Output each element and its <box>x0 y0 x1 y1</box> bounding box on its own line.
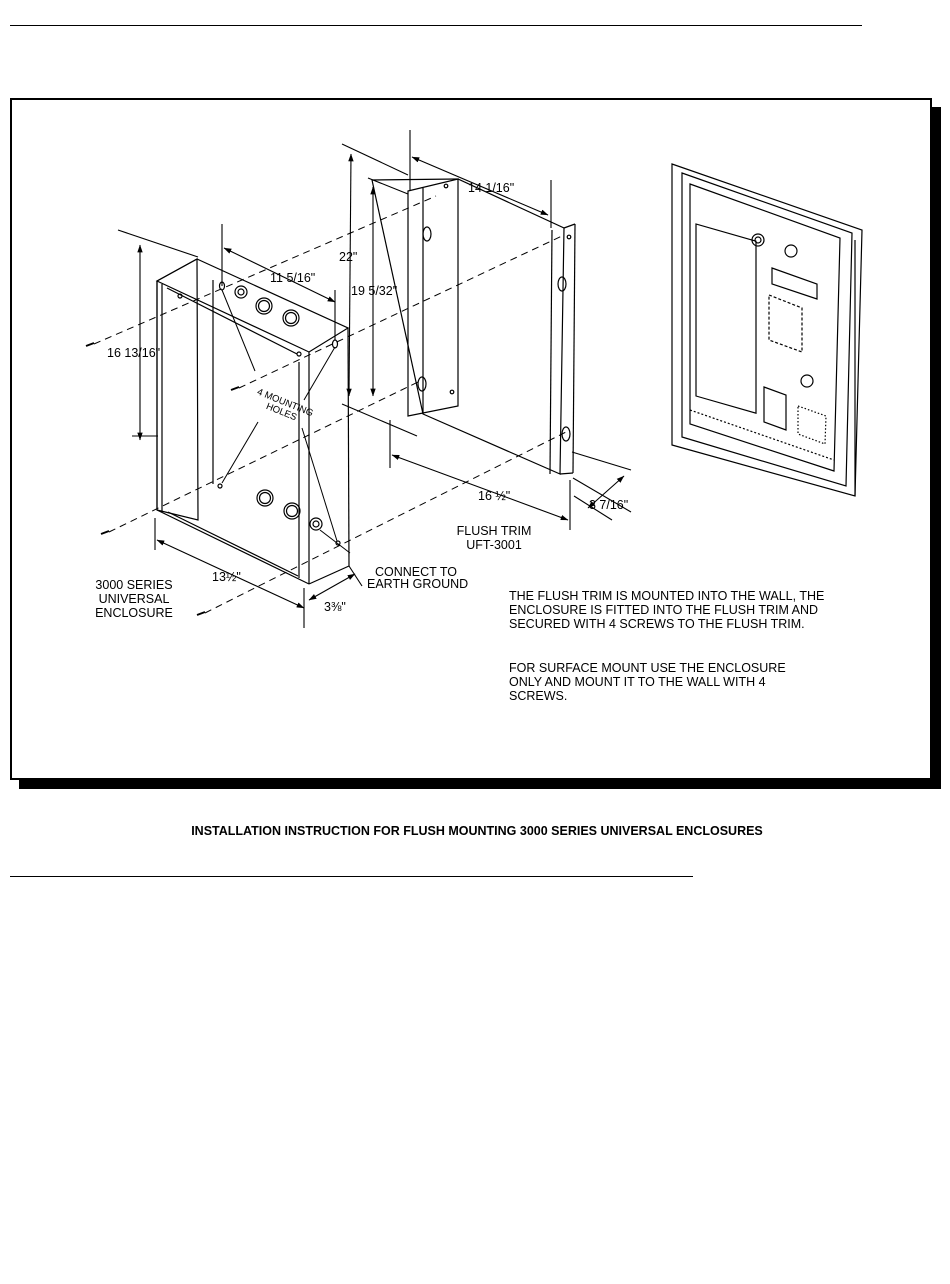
installed-panel <box>671 163 863 497</box>
flush-mount-note: THE FLUSH TRIM IS MOUNTED INTO THE WALL,… <box>509 589 825 631</box>
dim-enclosure-height: 16 13/16" <box>107 346 161 360</box>
earth-ground-label-2: EARTH GROUND <box>367 577 469 591</box>
top-rule <box>10 25 862 26</box>
dim-enclosure-width: 13½" <box>212 570 241 584</box>
screws <box>85 342 240 616</box>
dim-enclosure-depth: 3⅜" <box>324 600 346 614</box>
enclosure-label-3: ENCLOSURE <box>95 606 173 620</box>
earth-ground-label-1: CONNECT TO <box>375 565 457 579</box>
figure-caption: INSTALLATION INSTRUCTION FOR FLUSH MOUNT… <box>191 824 763 838</box>
dim-enclosure-top-width: 11 5/16" <box>270 271 316 285</box>
dim-flush-trim-width: 14 1/16" <box>468 181 515 195</box>
enclosure-box <box>155 257 350 585</box>
leader-lines <box>221 289 351 554</box>
dim-flush-trim-depth: 3 7/16" <box>589 498 629 512</box>
dim-flush-trim-height-outer: 22" <box>339 250 358 264</box>
dimension-lines <box>117 130 632 628</box>
surface-mount-note: FOR SURFACE MOUNT USE THE ENCLOSURE ONLY… <box>509 661 786 703</box>
flush-trim-label-2: UFT-3001 <box>466 538 522 552</box>
dim-flush-trim-length: 16 ½" <box>478 489 511 503</box>
dim-flush-trim-height-inner: 19 5/32" <box>351 284 398 298</box>
flush-trim-label-1: FLUSH TRIM <box>456 524 532 538</box>
enclosure-label-1: 3000 SERIES <box>95 578 173 592</box>
bottom-rule <box>10 876 693 877</box>
enclosure-label-2: UNIVERSAL <box>98 592 170 606</box>
installation-drawing <box>85 130 863 628</box>
installation-figure: 14 1/16" 22" 19 5/32" 16 ½" 3 7/16" 11 5… <box>10 98 932 838</box>
